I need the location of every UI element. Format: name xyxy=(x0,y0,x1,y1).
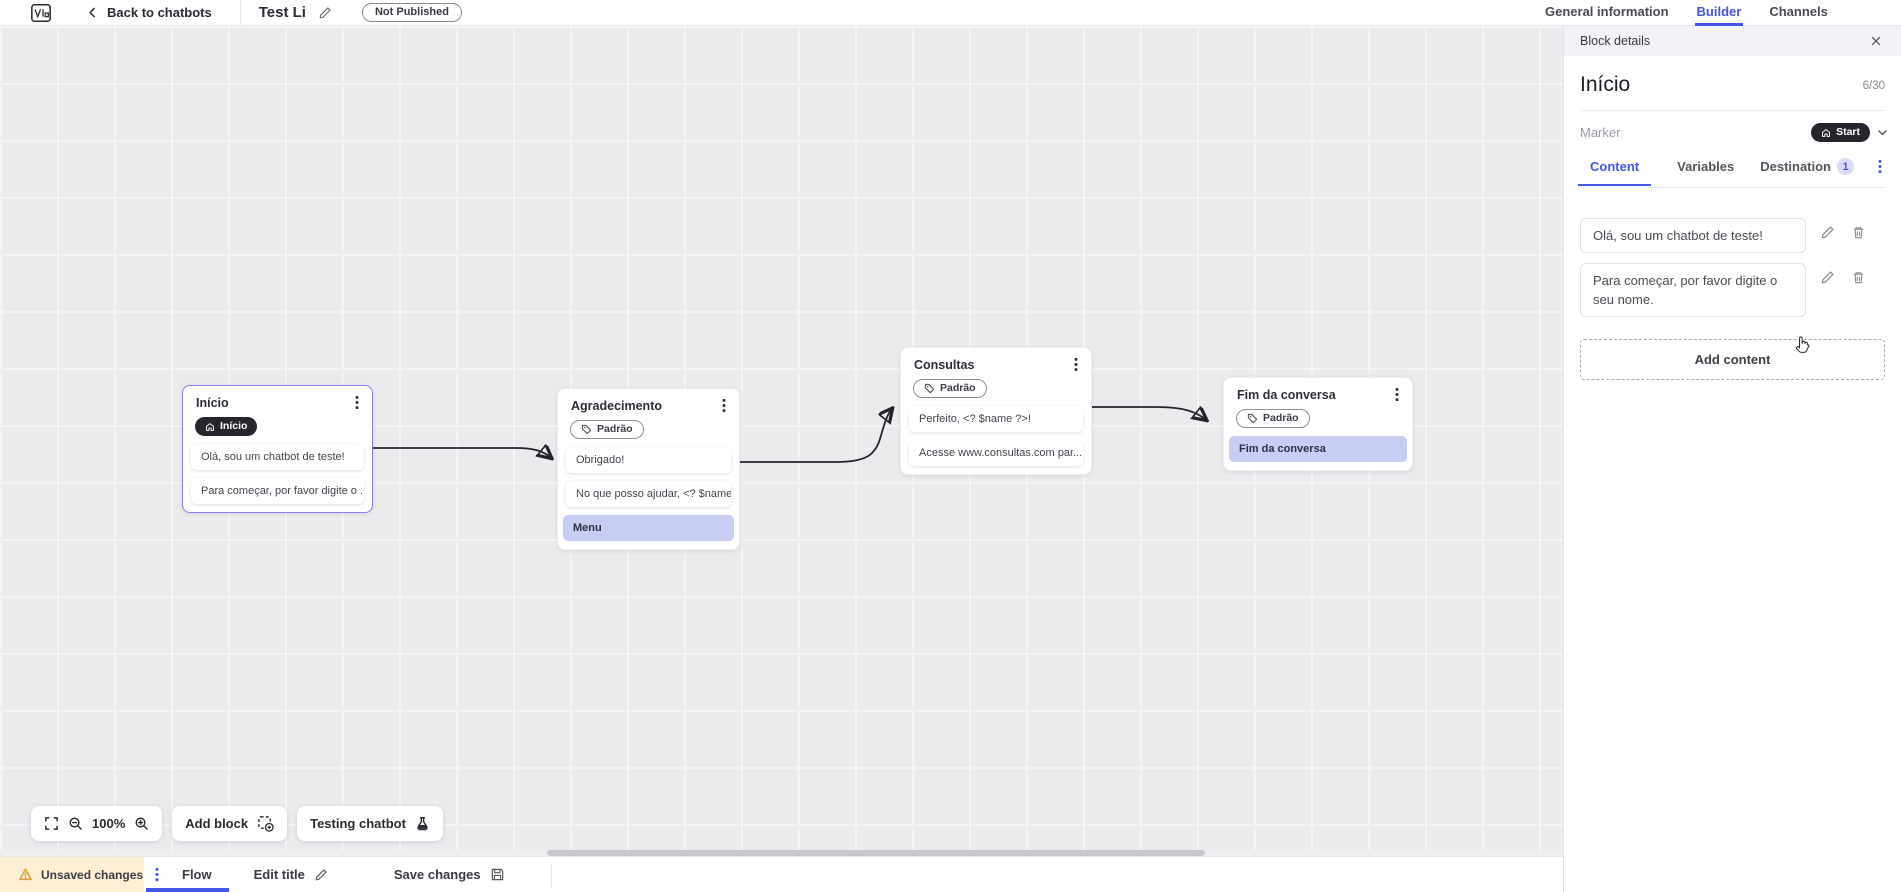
category-badge: Padrão xyxy=(1236,409,1310,428)
home-icon xyxy=(1822,128,1830,137)
block-title: Fim da conversa xyxy=(1237,387,1336,402)
active-tab-underline xyxy=(146,888,229,892)
tab-channels[interactable]: Channels xyxy=(1769,4,1828,19)
flow-tab-cell: Flow xyxy=(144,857,229,892)
flow-tab-menu-icon[interactable] xyxy=(152,867,162,882)
app-logo-icon xyxy=(30,2,52,24)
block-name-field[interactable]: Início xyxy=(1580,73,1631,96)
back-to-chatbots-button[interactable]: Back to chatbots xyxy=(86,5,212,20)
divider xyxy=(1580,110,1885,111)
tab-content[interactable]: Content xyxy=(1578,159,1652,186)
add-block-label: Add block xyxy=(185,816,249,831)
block-menu-option-item[interactable]: Menu xyxy=(563,515,734,541)
block-end-item[interactable]: Fim da conversa xyxy=(1229,436,1407,462)
testing-chatbot-label: Testing chatbot xyxy=(310,816,406,831)
topbar: Back to chatbots Test Li Not Published G… xyxy=(0,0,1901,26)
tab-variables[interactable]: Variables xyxy=(1677,159,1735,174)
tab-flow[interactable]: Flow xyxy=(182,867,212,882)
add-content-button[interactable]: Add content xyxy=(1580,339,1885,380)
destination-count-badge: 1 xyxy=(1837,158,1855,175)
block-message-item[interactable]: Para começar, por favor digite o ... xyxy=(191,478,364,504)
block-menu-icon[interactable] xyxy=(352,395,362,410)
zoom-level: 100% xyxy=(92,816,126,831)
save-icon xyxy=(490,867,505,882)
block-message-item[interactable]: Acesse www.consultas.com par... xyxy=(909,440,1083,466)
add-block-button[interactable]: Add block xyxy=(172,806,288,841)
add-block-icon xyxy=(257,815,274,832)
topbar-divider xyxy=(239,0,241,26)
pencil-icon xyxy=(314,868,328,882)
edit-message-icon[interactable] xyxy=(1820,270,1835,285)
zoom-controls: 100% xyxy=(31,806,163,841)
block-title: Consultas xyxy=(914,357,975,372)
save-changes-button[interactable]: Save changes xyxy=(394,867,505,882)
chevron-left-icon xyxy=(86,6,99,19)
block-menu-icon[interactable] xyxy=(1071,357,1081,372)
builder-nav-tabs: General information Builder Channels xyxy=(1543,0,1830,26)
content-message-row: Olá, sou um chatbot de teste! xyxy=(1580,218,1885,253)
testing-chatbot-button[interactable]: Testing chatbot xyxy=(297,806,443,841)
flow-block-inicio[interactable]: Início Início Olá, sou um chatbot de tes… xyxy=(182,385,373,513)
content-message-row: Para começar, por favor digite o seu nom… xyxy=(1580,263,1885,317)
panel-tabs-menu-icon[interactable] xyxy=(1875,159,1885,174)
fit-screen-icon[interactable] xyxy=(44,816,59,831)
marker-dropdown[interactable]: Start xyxy=(1811,123,1889,142)
scrollbar-thumb[interactable] xyxy=(547,850,1205,856)
flow-block-fim-da-conversa[interactable]: Fim da conversa Padrão Fim da conversa xyxy=(1223,377,1413,471)
block-message-item[interactable]: Obrigado! xyxy=(566,447,731,473)
start-marker-badge: Início xyxy=(195,417,258,436)
back-to-chatbots-label: Back to chatbots xyxy=(107,5,212,20)
tab-general-information[interactable]: General information xyxy=(1545,4,1669,19)
tab-destination[interactable]: Destination 1 xyxy=(1760,158,1855,187)
flow-block-consultas[interactable]: Consultas Padrão Perfeito, <? $name ?>! … xyxy=(900,347,1092,475)
marker-label: Marker xyxy=(1580,125,1621,140)
unsaved-changes-status: Unsaved changes xyxy=(0,857,144,892)
divider xyxy=(550,862,552,887)
block-message-item[interactable]: Perfeito, <? $name ?>! xyxy=(909,406,1083,432)
block-menu-icon[interactable] xyxy=(1392,387,1402,402)
edit-bot-title-icon[interactable] xyxy=(318,6,332,20)
warning-icon xyxy=(18,867,33,882)
flask-icon xyxy=(415,816,430,831)
canvas-horizontal-scrollbar xyxy=(0,850,1563,856)
tab-builder[interactable]: Builder xyxy=(1694,0,1744,26)
chevron-down-icon xyxy=(1876,126,1889,139)
delete-message-icon[interactable] xyxy=(1851,225,1866,240)
block-message-item[interactable]: No que posso ajudar, <? $name ... xyxy=(566,481,731,507)
divider xyxy=(1580,187,1885,188)
tag-icon xyxy=(924,383,935,394)
block-title: Agradecimento xyxy=(571,398,662,413)
edit-title-button[interactable]: Edit title xyxy=(254,867,328,882)
publish-status-badge: Not Published xyxy=(361,3,462,22)
unsaved-changes-label: Unsaved changes xyxy=(41,867,144,882)
home-icon xyxy=(206,422,214,431)
start-marker-badge: Start xyxy=(1811,123,1870,142)
bottom-bar: Unsaved changes Flow Edit title Save cha… xyxy=(0,856,1563,892)
panel-title: Block details xyxy=(1580,34,1651,48)
bot-title: Test Li xyxy=(258,4,306,21)
category-badge: Padrão xyxy=(570,420,644,439)
zoom-in-icon[interactable] xyxy=(134,816,149,831)
tag-icon xyxy=(581,424,592,435)
flow-block-agradecimento[interactable]: Agradecimento Padrão Obrigado! No que po… xyxy=(557,388,740,550)
block-title: Início xyxy=(196,395,229,410)
flow-canvas[interactable]: Início Início Olá, sou um chatbot de tes… xyxy=(0,26,1563,856)
message-text-field[interactable]: Olá, sou um chatbot de teste! xyxy=(1580,218,1806,253)
tag-icon xyxy=(1247,413,1258,424)
name-char-counter: 6/30 xyxy=(1862,80,1885,92)
edit-message-icon[interactable] xyxy=(1820,225,1835,240)
canvas-controls: 100% Add block Testing chatbot xyxy=(31,806,443,841)
block-details-panel: Block details Início 6/30 Marker Start C… xyxy=(1563,26,1901,892)
block-menu-icon[interactable] xyxy=(719,398,729,413)
message-text-field[interactable]: Para começar, por favor digite o seu nom… xyxy=(1580,263,1806,317)
category-badge: Padrão xyxy=(913,379,987,398)
delete-message-icon[interactable] xyxy=(1851,270,1866,285)
block-message-item[interactable]: Olá, sou um chatbot de teste! xyxy=(191,444,364,470)
zoom-out-icon[interactable] xyxy=(68,816,83,831)
panel-tabs: Content Variables Destination 1 xyxy=(1578,158,1885,187)
close-icon[interactable] xyxy=(1869,34,1883,48)
